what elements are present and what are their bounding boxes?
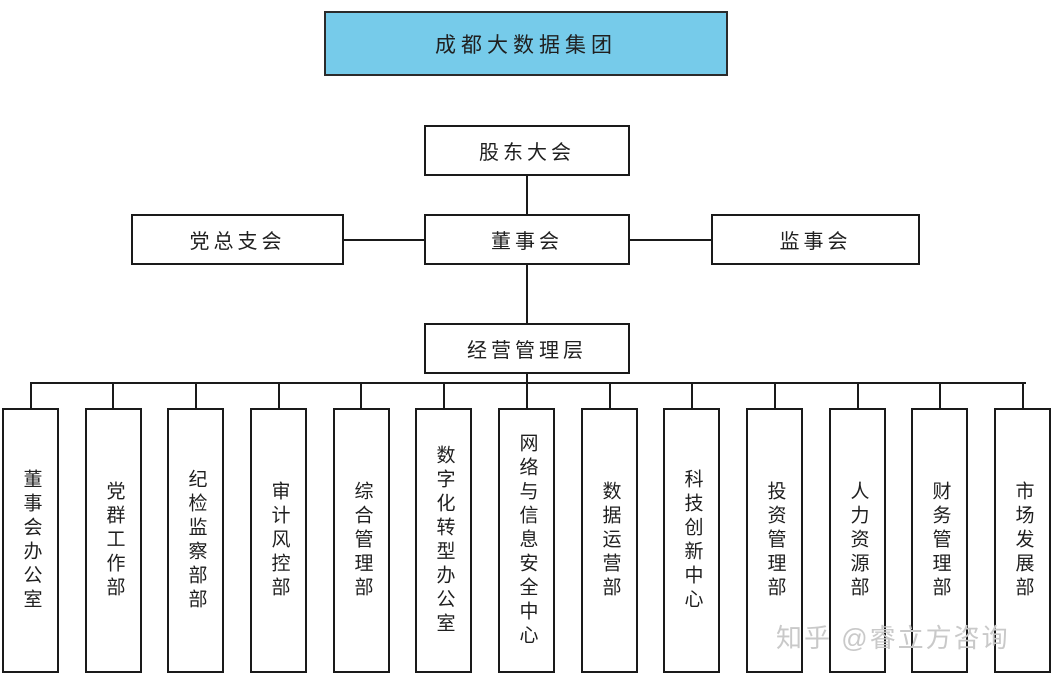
connector-drop-13 xyxy=(1022,382,1024,408)
node-shareholders-meeting: 股东大会 xyxy=(424,125,630,176)
connector-drop-11 xyxy=(857,382,859,408)
connector-drop-8 xyxy=(609,382,611,408)
connector-drop-6 xyxy=(443,382,445,408)
connector-department-bus xyxy=(30,382,1026,384)
watermark-text: 知乎 @睿立方咨询 xyxy=(776,623,1010,653)
connector-party-to-board xyxy=(344,239,424,241)
connector-drop-12 xyxy=(939,382,941,408)
connector-board-to-supervisors xyxy=(630,239,711,241)
dept-box-12: 财务管理部 xyxy=(911,408,968,673)
node-management-level: 经营管理层 xyxy=(424,323,630,374)
node-shareholders-meeting-label: 股东大会 xyxy=(479,142,575,164)
org-title-box: 成都大数据集团 xyxy=(324,11,728,76)
node-board-of-supervisors: 监事会 xyxy=(711,214,920,265)
connector-drop-3 xyxy=(195,382,197,408)
dept-box-6: 数字化转型办公室 xyxy=(415,408,472,673)
dept-label-9: 科技创新中心 xyxy=(681,468,703,613)
dept-label-4: 审计风控部 xyxy=(268,480,290,601)
dept-label-6: 数字化转型办公室 xyxy=(433,444,455,637)
connector-drop-5 xyxy=(360,382,362,408)
connector-drop-2 xyxy=(112,382,114,408)
connector-drop-7 xyxy=(526,382,528,408)
dept-label-10: 投资管理部 xyxy=(764,480,786,601)
node-board-of-supervisors-label: 监事会 xyxy=(779,231,852,253)
dept-box-11: 人力资源部 xyxy=(829,408,886,673)
dept-box-7: 网络与信息安全中心 xyxy=(498,408,555,673)
connector-drop-4 xyxy=(278,382,280,408)
dept-box-13: 市场发展部 xyxy=(994,408,1051,673)
dept-box-8: 数据运营部 xyxy=(581,408,638,673)
node-board-of-directors-label: 董事会 xyxy=(491,231,563,253)
connector-drop-10 xyxy=(774,382,776,408)
connector-management-to-bus xyxy=(526,374,528,383)
dept-box-9: 科技创新中心 xyxy=(663,408,720,673)
dept-box-3: 纪检监察部部 xyxy=(167,408,224,673)
dept-label-11: 人力资源部 xyxy=(847,480,869,601)
dept-box-1: 董事会办公室 xyxy=(2,408,59,673)
connector-drop-9 xyxy=(691,382,693,408)
dept-box-5: 综合管理部 xyxy=(333,408,390,673)
dept-box-2: 党群工作部 xyxy=(85,408,142,673)
org-title-label: 成都大数据集团 xyxy=(435,32,617,57)
node-party-branch-label: 党总支会 xyxy=(189,231,286,253)
connector-shareholders-to-board xyxy=(526,176,528,214)
dept-label-7: 网络与信息安全中心 xyxy=(516,432,538,649)
connector-drop-1 xyxy=(30,382,32,408)
connector-board-to-management xyxy=(526,265,528,323)
dept-label-12: 财务管理部 xyxy=(929,480,951,601)
dept-label-2: 党群工作部 xyxy=(103,480,125,601)
dept-label-13: 市场发展部 xyxy=(1012,480,1034,601)
dept-label-5: 综合管理部 xyxy=(351,480,373,601)
dept-box-10: 投资管理部 xyxy=(746,408,803,673)
dept-label-1: 董事会办公室 xyxy=(20,468,42,613)
node-management-level-label: 经营管理层 xyxy=(467,340,587,362)
node-board-of-directors: 董事会 xyxy=(424,214,630,265)
dept-label-3: 纪检监察部部 xyxy=(185,468,207,613)
node-party-branch: 党总支会 xyxy=(131,214,344,265)
dept-label-8: 数据运营部 xyxy=(599,480,621,601)
dept-box-4: 审计风控部 xyxy=(250,408,307,673)
